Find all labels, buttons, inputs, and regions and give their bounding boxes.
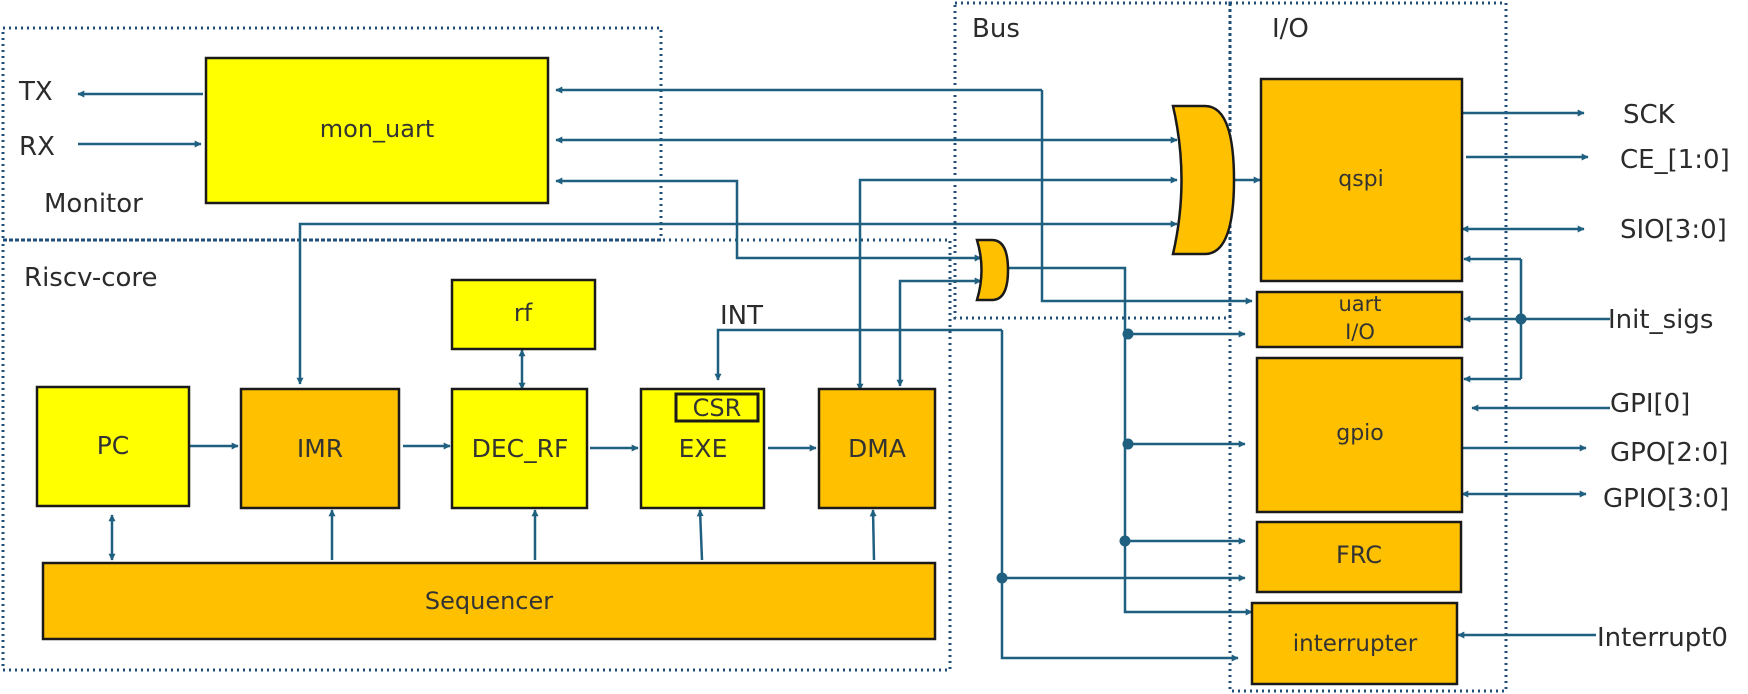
gpio-signal-label: GPIO[3:0] (1603, 484, 1729, 514)
monitor-region-label: Monitor (44, 189, 143, 219)
wires (77, 86, 1610, 662)
gpi-label: GPI[0] (1610, 389, 1690, 419)
gpo-label: GPO[2:0] (1610, 438, 1728, 468)
tx-label: TX (18, 77, 53, 107)
gpio-block (1255, 356, 1464, 514)
mon-uart-block (204, 56, 550, 205)
int-wire (1000, 330, 1239, 662)
frc-block (1255, 520, 1463, 594)
sequencer-label: Sequencer (425, 587, 553, 615)
dma-small-mux-wire (896, 277, 982, 387)
dma-block (817, 387, 937, 510)
pc-label: PC (97, 431, 130, 460)
uart-io-block (1255, 290, 1464, 349)
int-exe-wire (714, 328, 1002, 381)
bus-mux (1171, 104, 1236, 256)
signal-labels: TX RX INT SCK CE_[1:0] SIO[3:0] Init_sig… (18, 77, 1730, 653)
uart-io-label-line1: uart (1338, 292, 1381, 316)
interrupter-label: interrupter (1293, 631, 1418, 657)
block-labels: mon_uart rf PC IMR DEC_RF EXE CSR DMA Se… (97, 115, 1418, 657)
dec-rf-block (450, 387, 589, 510)
rf-block (450, 278, 597, 351)
frc-label: FRC (1336, 541, 1382, 569)
imr-block (239, 387, 401, 510)
pc-block (35, 385, 191, 508)
dma-label: DMA (848, 434, 906, 463)
exe-label: EXE (679, 434, 728, 463)
dec-rf-label: DEC_RF (472, 434, 569, 463)
sck-label: SCK (1623, 100, 1676, 130)
riscv-core-region (1, 238, 952, 672)
csr-block (674, 392, 760, 423)
sequencer-block (41, 561, 937, 641)
mon-uart-lower-wire (555, 177, 982, 262)
rx-label: RX (19, 132, 55, 162)
bus-region-label: Bus (972, 14, 1020, 44)
init-sigs-label: Init_sigs (1608, 305, 1713, 335)
csr-label: CSR (693, 394, 742, 422)
sio-label: SIO[3:0] (1620, 215, 1727, 245)
io-region-label: I/O (1272, 14, 1309, 44)
qspi-block (1259, 77, 1464, 283)
riscv-core-region-label: Riscv-core (24, 263, 158, 293)
int-label: INT (720, 301, 763, 331)
imr-label: IMR (297, 434, 343, 463)
interrupt0-label: Interrupt0 (1597, 623, 1728, 653)
qspi-label: qspi (1338, 167, 1384, 192)
monitor-region (1, 26, 663, 242)
ce-label: CE_[1:0] (1620, 145, 1730, 175)
junctions (996, 313, 1527, 584)
mon-uart-label: mon_uart (320, 115, 434, 143)
seq-dma-wire (869, 509, 877, 561)
rf-label: rf (514, 299, 533, 327)
interrupter-block (1250, 601, 1459, 686)
dma-bus-wire (856, 176, 1178, 391)
uart-io-label-line2: I/O (1345, 320, 1375, 344)
io-region (1228, 1, 1508, 693)
seq-exe-wire (696, 509, 704, 561)
small-mux (975, 238, 1010, 302)
gpio-label: gpio (1336, 421, 1384, 446)
blocks (35, 56, 1464, 686)
